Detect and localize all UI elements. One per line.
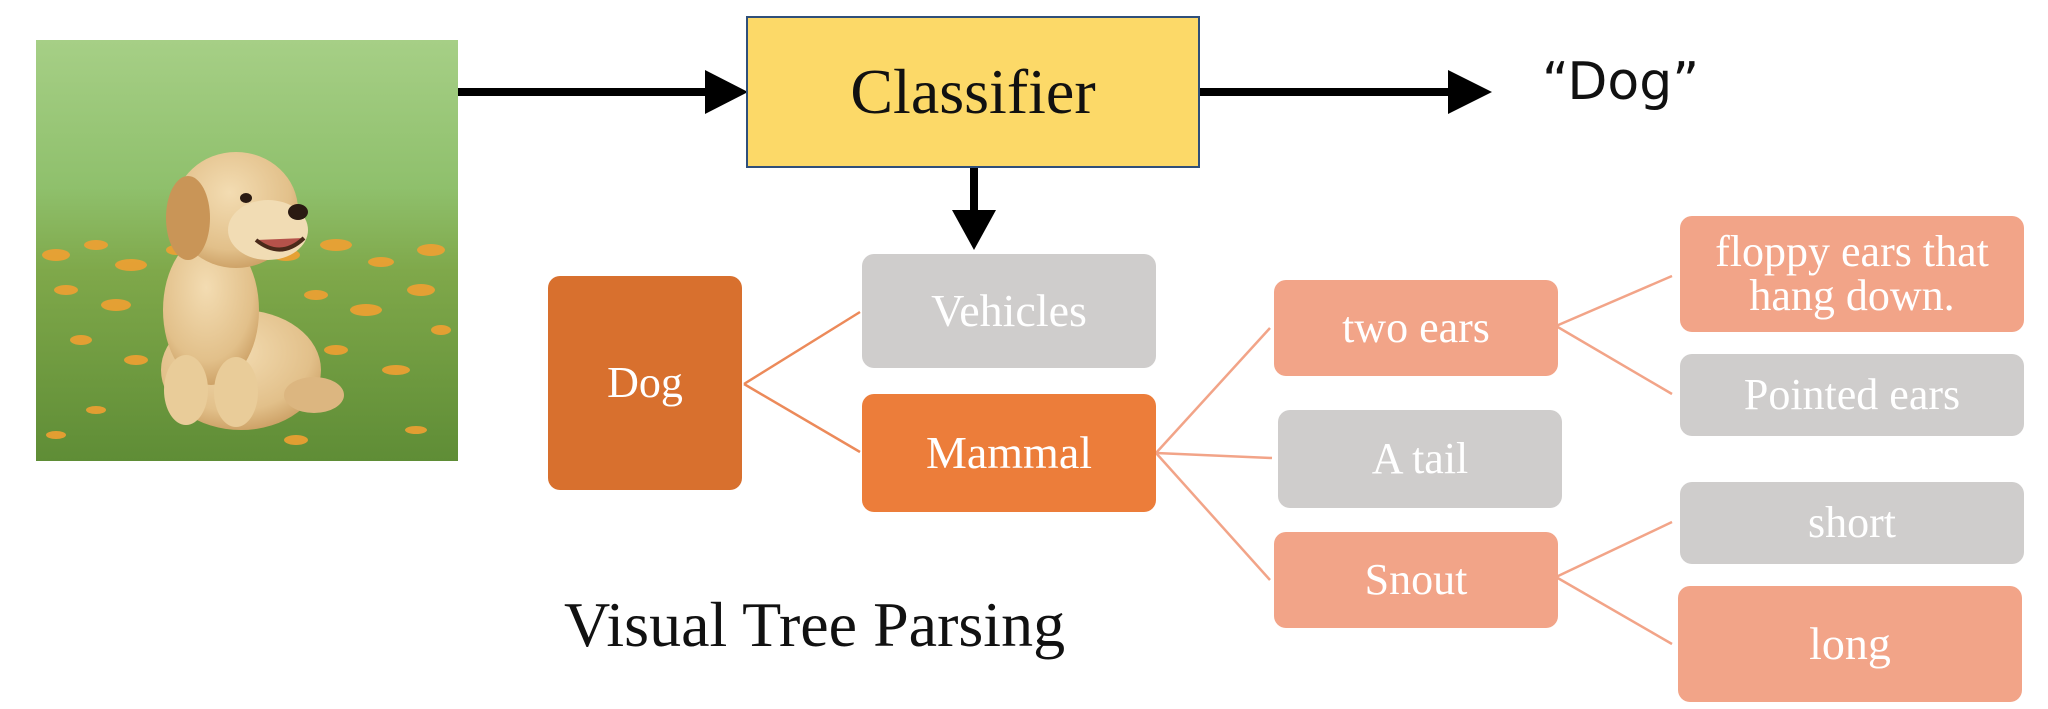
node-mammal-label: Mammal bbox=[925, 427, 1093, 478]
edge-dog-mammal bbox=[743, 382, 861, 454]
classifier-box: Classifier bbox=[746, 16, 1200, 168]
edge-snout-short bbox=[1555, 520, 1673, 579]
node-vehicles: Vehicles bbox=[862, 254, 1156, 368]
edge-dog-vehicles bbox=[743, 310, 861, 386]
puppy-photo bbox=[36, 40, 458, 461]
node-vehicles-label: Vehicles bbox=[931, 285, 1087, 336]
arrowhead-classifier-to-output bbox=[1448, 70, 1492, 114]
node-short-label: short bbox=[1808, 498, 1896, 547]
node-tail: A tail bbox=[1278, 410, 1562, 508]
node-long: long bbox=[1678, 586, 2022, 702]
edge-two-ears-floppy bbox=[1555, 274, 1673, 328]
edge-two-ears-pointed bbox=[1555, 324, 1673, 396]
node-floppy-ears-line2: hang down. bbox=[1749, 271, 1955, 320]
node-floppy-ears-line1: floppy ears that bbox=[1715, 227, 1989, 276]
arrowhead-classifier-to-tree bbox=[952, 210, 996, 250]
classifier-label: Classifier bbox=[850, 56, 1096, 127]
node-two-ears: two ears bbox=[1274, 280, 1558, 376]
node-floppy-ears: floppy ears that hang down. bbox=[1680, 216, 2024, 332]
edge-mammal-snout bbox=[1155, 452, 1271, 581]
node-snout: Snout bbox=[1274, 532, 1558, 628]
edge-mammal-tail bbox=[1155, 451, 1273, 460]
node-dog: Dog bbox=[548, 276, 742, 490]
node-tail-label: A tail bbox=[1371, 434, 1469, 483]
node-long-label: long bbox=[1809, 618, 1891, 669]
node-two-ears-label: two ears bbox=[1342, 303, 1490, 352]
diagram-caption: Visual Tree Parsing bbox=[564, 589, 1066, 660]
output-label: “Dog” bbox=[1542, 52, 1700, 112]
edge-mammal-two-ears bbox=[1155, 327, 1271, 454]
node-mammal: Mammal bbox=[862, 394, 1156, 512]
node-short: short bbox=[1680, 482, 2024, 564]
arrowhead-image-to-classifier bbox=[705, 70, 748, 114]
edge-snout-long bbox=[1555, 575, 1673, 646]
puppy-illustration bbox=[36, 40, 458, 461]
node-pointed-ears-label: Pointed ears bbox=[1743, 370, 1961, 419]
node-dog-label: Dog bbox=[607, 358, 683, 407]
node-snout-label: Snout bbox=[1364, 555, 1468, 604]
node-pointed-ears: Pointed ears bbox=[1680, 354, 2024, 436]
